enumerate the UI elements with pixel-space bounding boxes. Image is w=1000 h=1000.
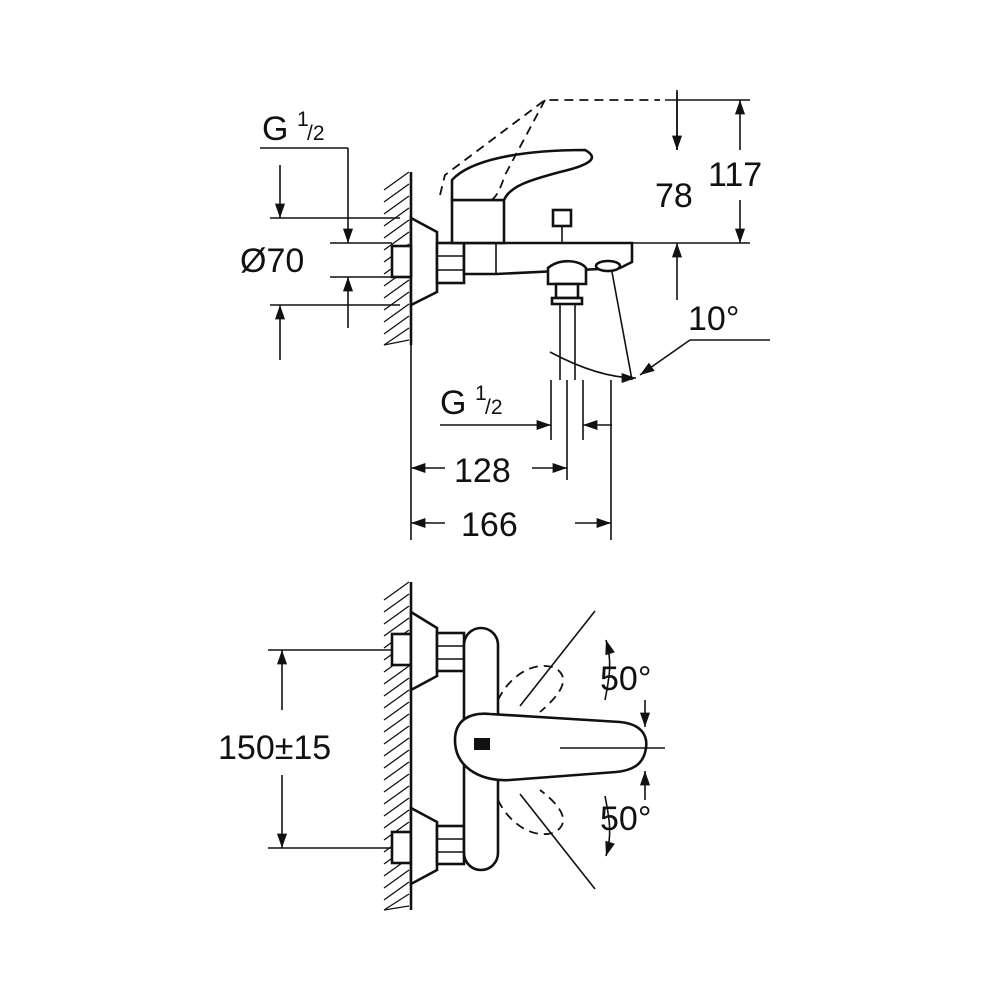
escutcheon-lower [409, 805, 439, 887]
length-166-label: 166 [461, 506, 518, 544]
hatch-stroke [383, 749, 410, 769]
escutcheon-side [409, 215, 439, 308]
side-view: G 1 /2 Ø70 78 117 10° G 1 /2 1 [240, 90, 770, 544]
hatch-stroke [383, 689, 410, 709]
thread-label-top: G [262, 110, 288, 148]
diameter-label: Ø70 [240, 242, 304, 280]
height-78-label: 78 [655, 177, 693, 215]
hatch-stroke [383, 713, 410, 733]
aerator-nozzle [594, 259, 622, 273]
hatch-stroke [383, 881, 410, 901]
lever-side [450, 148, 593, 202]
escutcheon-upper [409, 609, 439, 693]
lever-raised-dashed [439, 99, 660, 201]
hatch-stroke [383, 279, 410, 299]
hatch-stroke [383, 303, 410, 323]
lever-rotated-down-dashed [497, 789, 564, 835]
thread-label-bottom-sub: /2 [485, 396, 503, 419]
hex-nut-upper [435, 631, 466, 673]
hatch-stroke [383, 183, 410, 203]
angle-10-label: 10° [688, 300, 739, 338]
hatch-stroke [383, 291, 410, 311]
hatch-stroke [383, 701, 410, 721]
top-view: 50° 50° 150±15 [218, 581, 665, 911]
hatch-stroke [383, 797, 410, 817]
hatch-stroke [383, 207, 410, 227]
hatch-stroke [383, 785, 410, 805]
hatch-stroke [383, 593, 410, 613]
lever-indicator [474, 738, 490, 750]
hatch-stroke [383, 905, 410, 911]
wall-connector-upper [390, 632, 413, 667]
hatch-stroke [383, 773, 410, 793]
hatch-stroke [383, 737, 410, 757]
wall-hatch-side [383, 171, 410, 346]
hatch-stroke [383, 315, 410, 335]
cartridge-housing [450, 198, 506, 245]
hatch-stroke [383, 617, 410, 637]
hex-nut-lower [435, 824, 466, 866]
lever-rotated-up-dashed [497, 665, 564, 713]
spout-outlet [546, 259, 588, 286]
angle-upper-label: 50° [600, 660, 651, 698]
angle-lower-label: 50° [600, 800, 651, 838]
thread-label-bottom-sup: 1 [475, 382, 487, 405]
thread-label-bottom: G [440, 384, 466, 422]
length-128-label: 128 [454, 452, 511, 490]
hex-nut-side [435, 241, 466, 285]
hatch-stroke [383, 605, 410, 625]
hatch-stroke [383, 219, 410, 239]
hatch-stroke [383, 327, 410, 346]
hatch-stroke [383, 677, 410, 697]
hatch-stroke [383, 665, 410, 685]
wall-connector-lower [390, 830, 413, 865]
height-117-label: 117 [708, 156, 762, 194]
thread-label-top-sub: /2 [307, 122, 325, 145]
spacing-label: 150±15 [218, 729, 331, 767]
hatch-stroke [383, 893, 410, 911]
hatch-stroke [383, 761, 410, 781]
hatch-stroke [383, 339, 410, 346]
hatch-stroke [383, 581, 410, 601]
wall-connector-side [390, 244, 413, 279]
thread-label-top-sup: 1 [297, 108, 309, 131]
hatch-stroke [383, 231, 410, 251]
hatch-stroke [383, 171, 410, 191]
hatch-stroke [383, 869, 410, 889]
shower-outlet [554, 282, 580, 300]
hatch-stroke [383, 195, 410, 215]
hatch-stroke [383, 725, 410, 745]
diverter-knob [551, 208, 573, 228]
hatch-stroke [383, 809, 410, 829]
